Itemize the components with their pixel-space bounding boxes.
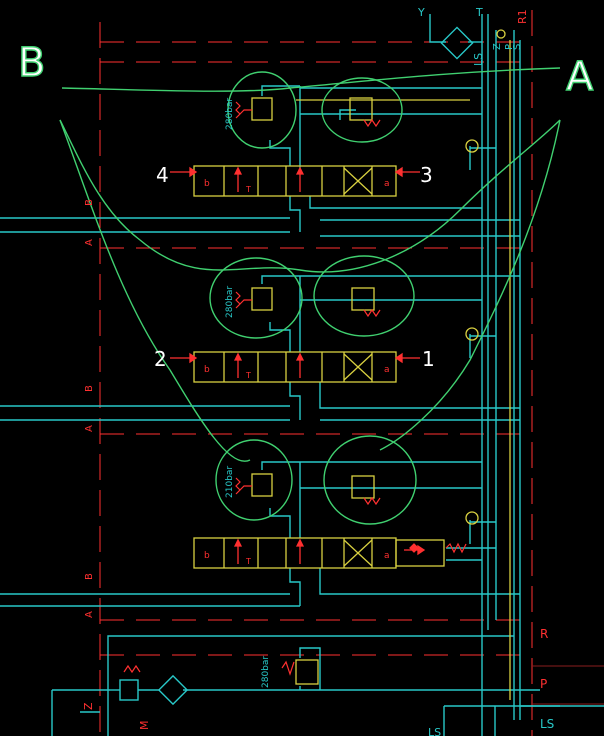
pressure-rating-top: 280bar [225, 98, 235, 130]
valve-port-letters: b a T b a T b a T [204, 179, 390, 566]
section-top-a-label: A [84, 239, 95, 246]
relief-springs [123, 101, 467, 676]
spool-bottom-b-letter: b [204, 551, 210, 561]
port-label-z: Z [492, 43, 503, 50]
section-top-b-label: B [84, 199, 95, 206]
port-label-s: S [512, 44, 523, 50]
actuator-marks [170, 166, 426, 564]
section-middle-right-number: 1 [422, 347, 435, 371]
port-label-ls-bottom: LS [428, 726, 441, 736]
section-top-left-number: 4 [156, 163, 169, 187]
spool-top-b-letter: b [204, 179, 210, 189]
port-label-t: T [475, 6, 483, 19]
corner-label-right: A [566, 54, 594, 100]
spool-middle-b-letter: b [204, 365, 210, 375]
valve-bodies [193, 29, 511, 700]
spool-bottom-a-letter: a [384, 551, 390, 561]
port-label-p: P [504, 44, 515, 50]
port-label-r: R [540, 627, 548, 641]
spool-bottom-t-letter: T [245, 557, 251, 566]
section-bottom-a-label: A [84, 611, 95, 618]
section-top-right-number: 3 [420, 163, 433, 187]
section-middle-a-label: A [84, 425, 95, 432]
spool-middle-t-letter: T [245, 371, 251, 380]
hydraulic-lines [0, 14, 604, 736]
pressure-rating-bottom: 210bar [225, 466, 235, 498]
port-label-r1: R1 [516, 9, 529, 24]
section-frame [99, 10, 533, 736]
section-middle-left-number: 2 [154, 347, 167, 371]
section-bottom-b-label: B [84, 573, 95, 580]
port-label-p-right: P [540, 677, 547, 691]
port-label-m: M [138, 721, 151, 731]
spool-top-a-letter: a [384, 179, 390, 189]
pressure-rating-main: 280bar [261, 656, 271, 688]
spool-middle-a-letter: a [384, 365, 390, 375]
spool-top-t-letter: T [245, 185, 251, 194]
section-middle-b-label: B [84, 385, 95, 392]
port-label-z-bottom: Z [82, 702, 95, 710]
port-label-ls-right: LS [540, 717, 554, 731]
right-separators [532, 665, 604, 705]
freehand-annotations [59, 67, 561, 525]
corner-label-left: B [18, 40, 45, 86]
pressure-rating-middle: 280bar [225, 286, 235, 318]
port-label-y: Y [417, 6, 425, 19]
port-label-ls-top: LS [472, 53, 485, 66]
